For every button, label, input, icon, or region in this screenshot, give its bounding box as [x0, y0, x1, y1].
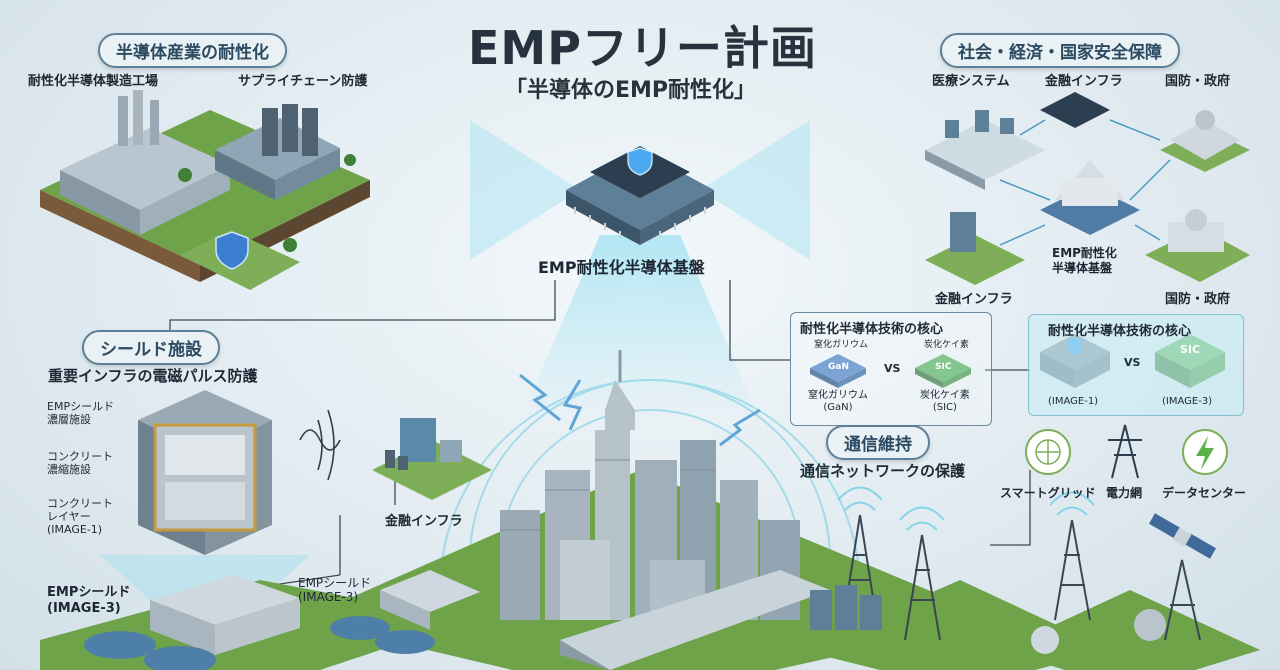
tech-core-2-heading: 耐性化半導体技術の核心 [1048, 324, 1192, 339]
comms-heading: 通信維持 [826, 425, 930, 460]
gan-bottom-label: 窒化ガリウム (GaN) [808, 390, 868, 413]
factory-island [40, 90, 370, 290]
shield-facility-cube [100, 390, 310, 600]
sic-top-label: 炭化ケイ素 [924, 340, 969, 350]
page-title: EMPフリー計画 [468, 21, 817, 75]
center-light-beam [470, 120, 810, 420]
sic-chip [915, 354, 971, 388]
shield-heading: シールド施設 [82, 330, 220, 365]
society-network [925, 92, 1250, 285]
comms-subheading: 通信ネットワークの保護 [800, 462, 966, 480]
shield-ground [40, 570, 480, 670]
factory-label: 耐性化半導体製造工場 [28, 74, 159, 89]
medical-system-label: 医療システム [932, 74, 1010, 89]
tech-core-1-heading: 耐性化半導体技術の核心 [800, 322, 944, 337]
gan-top-label: 窒化ガリウム [814, 340, 869, 350]
defense-label-top: 国防・政府 [1165, 74, 1231, 89]
shield-layer-3: コンクリート レイヤー (IMAGE-1) [47, 497, 113, 536]
power-grid-icon [1108, 424, 1142, 479]
emp-resistant-chip [566, 146, 714, 245]
em-pulse-waves [299, 409, 341, 481]
data-center-icon [1182, 429, 1228, 475]
finance-infra-label-bottom: 金融インフラ [935, 292, 1013, 307]
defense-label-bottom: 国防・政府 [1165, 292, 1231, 307]
society-heading: 社会・経済・国家安全保障 [940, 33, 1180, 68]
center-chip-label: EMP耐性化半導体基盤 [538, 258, 705, 277]
tech-core-box-2 [1028, 314, 1244, 416]
tech-core-2-vs: VS [1124, 356, 1141, 369]
smart-grid-icon [1025, 429, 1071, 475]
shield-subheading: 重要インフラの電磁パルス防護 [48, 367, 258, 385]
tech-core-box-1 [790, 312, 992, 426]
image3-chip-label: SIC [1180, 343, 1201, 356]
sic-chip-label: SIC [935, 362, 952, 372]
power-grid-label: 電力網 [1106, 486, 1143, 500]
tech-core-1-vs: VS [884, 362, 901, 375]
tech-core-2-right: (IMAGE-3) [1162, 396, 1213, 407]
page-subtitle: 「半導体のEMP耐性化」 [505, 78, 757, 103]
shield-bottom-left-label: EMPシールド (IMAGE-3) [47, 585, 131, 616]
gan-chip [810, 354, 866, 388]
gan-chip-label: GaN [828, 362, 849, 372]
industry-heading: 半導体産業の耐性化 [98, 33, 287, 68]
comms-towers [800, 486, 1260, 670]
tech-core-2-left: (IMAGE-1) [1048, 396, 1099, 407]
sic-bottom-label: 炭化ケイ素 (SIC) [920, 390, 970, 413]
network-core-label: EMP耐性化 半導体基盤 [1052, 246, 1117, 275]
finance-infra-label-top: 金融インフラ [1045, 74, 1123, 89]
data-center-label: データセンター [1162, 486, 1247, 500]
shield-layer-1: EMPシールド 濃層施設 [47, 400, 115, 426]
supply-chain-label: サプライチェーン防護 [238, 74, 368, 89]
shield-layer-2: コンクリート 濃縮施設 [47, 450, 113, 476]
shield-bottom-mid-label: EMPシールド (IMAGE-3) [298, 576, 372, 604]
signal-arcs [439, 379, 861, 591]
smart-grid-label: スマートグリッド [1000, 486, 1096, 500]
finance-building-label: 金融インフラ [385, 514, 463, 529]
finance-building [372, 418, 492, 500]
